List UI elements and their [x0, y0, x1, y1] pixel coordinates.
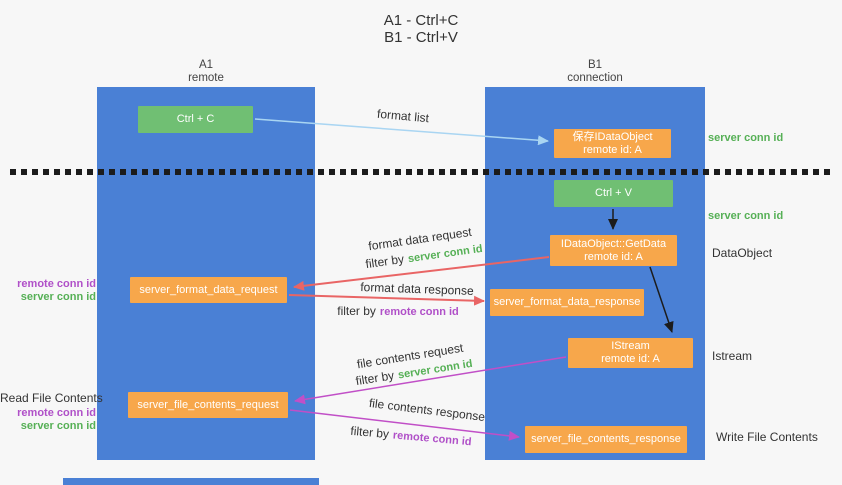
node-istream: IStream remote id: A: [568, 338, 693, 368]
dataobject-label: DataObject: [712, 246, 773, 260]
title-line-2: B1 - Ctrl+V: [384, 29, 458, 46]
format-data-request-arrow: [293, 256, 550, 291]
node-istream-title: IStream: [611, 340, 650, 352]
column-a-name: A1: [198, 59, 214, 71]
column-b-name: B1: [587, 59, 603, 71]
left-conn-id-group-2: remote conn id server conn id: [0, 407, 96, 433]
node-file-response-label: server_file_contents_response: [531, 433, 681, 445]
node-format-response-label: server_format_data_response: [493, 296, 641, 308]
node-server-file-contents-response: server_file_contents_response: [525, 426, 687, 453]
title-line-1: A1 - Ctrl+C: [383, 12, 459, 29]
read-file-contents-label: Read File Contents: [0, 391, 103, 405]
server-conn-id-label-left-2: server conn id: [20, 420, 96, 432]
remote-conn-id-label-left-1: remote conn id: [17, 278, 96, 290]
node-save-dataobject-title: 保存IDataObject: [572, 130, 653, 143]
node-ctrl-v-label: Ctrl + V: [595, 187, 632, 199]
server-conn-id-label-mid-right: server conn id: [708, 210, 784, 222]
node-file-request-label: server_file_contents_request: [137, 398, 279, 411]
format-data-response-arrow: [288, 294, 485, 306]
left-conn-id-group-1: remote conn id server conn id: [0, 278, 96, 304]
node-ctrl-v: Ctrl + V: [554, 180, 673, 207]
node-server-file-contents-request: server_file_contents_request: [128, 392, 288, 418]
node-server-format-data-request: server_format_data_request: [130, 277, 287, 303]
node-ctrl-c-label: Ctrl + C: [176, 113, 215, 125]
server-conn-id-label-top-right: server conn id: [708, 132, 784, 144]
getdata-to-istream-arrow: [649, 266, 674, 333]
filter-by-text: filter by: [337, 304, 376, 318]
column-a-header: A1 remote: [136, 59, 276, 85]
column-b-header: B1 connection: [525, 59, 665, 85]
column-a-role: remote: [188, 72, 224, 84]
node-ctrl-c: Ctrl + C: [138, 106, 253, 133]
istream-side-label: Istream: [712, 349, 753, 363]
format-list-arrow: [254, 118, 549, 146]
file-contents-response-arrow: [289, 409, 520, 441]
column-b-role: connection: [567, 72, 623, 84]
server-conn-id-label-left-1: server conn id: [20, 291, 96, 303]
node-format-request-label: server_format_data_request: [139, 283, 278, 296]
node-idataobject-getdata: IDataObject::GetData remote id: A: [550, 235, 677, 266]
file-contents-request-arrow: [294, 356, 567, 405]
remote-conn-id-text: remote conn id: [379, 306, 459, 318]
node-istream-subtitle: remote id: A: [601, 353, 660, 365]
page-title: A1 - Ctrl+C B1 - Ctrl+V: [0, 12, 842, 46]
node-getdata-subtitle: remote id: A: [584, 250, 643, 263]
node-server-format-data-response: server_format_data_response: [490, 289, 644, 316]
cutoff-lifeline-strip: [63, 478, 319, 485]
node-save-dataobject: 保存IDataObject remote id: A: [554, 129, 671, 158]
node-getdata-title: IDataObject::GetData: [560, 237, 667, 250]
node-save-dataobject-subtitle: remote id: A: [583, 143, 642, 156]
write-file-contents-label: Write File Contents: [716, 430, 818, 444]
remote-conn-id-label-left-2: remote conn id: [17, 407, 96, 419]
